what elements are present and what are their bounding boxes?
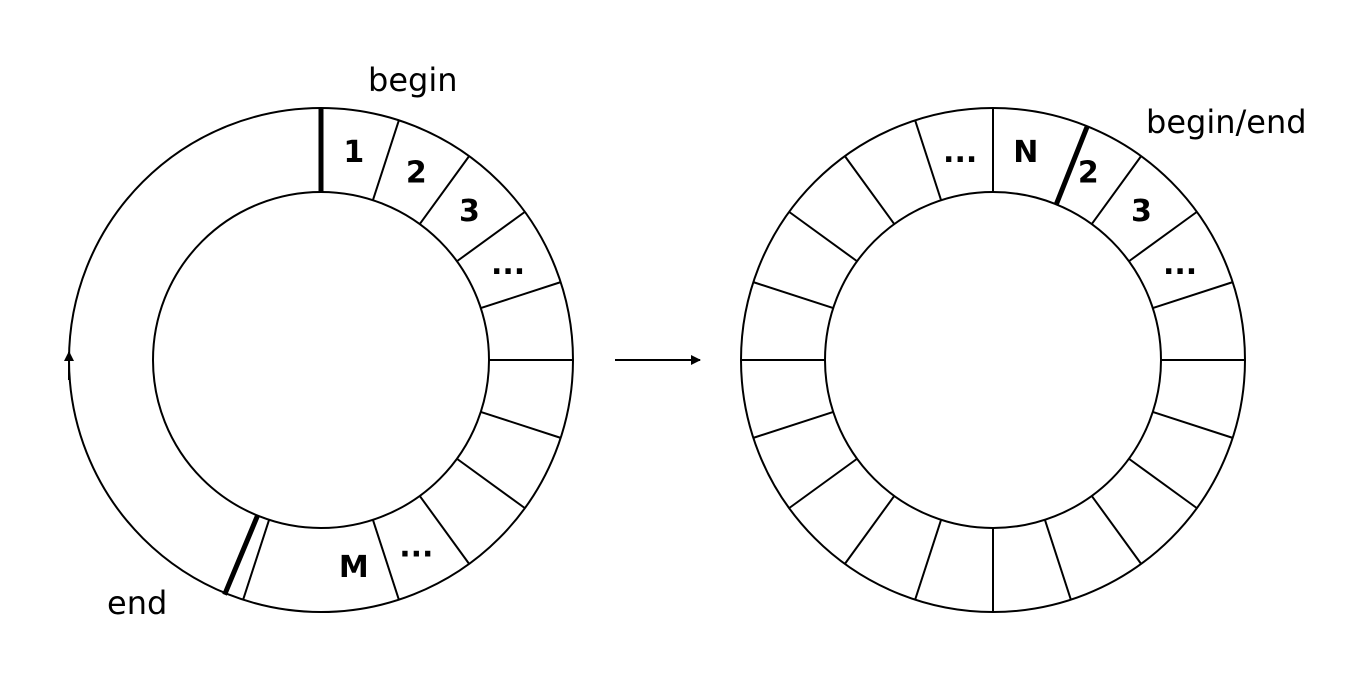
- slot-label: ...: [1163, 247, 1197, 282]
- slot-label: N: [1013, 135, 1038, 170]
- slot-divider: [480, 281, 561, 310]
- slot-divider: [242, 519, 271, 600]
- slot-divider: [1090, 155, 1142, 225]
- begin-end-pointer: [1053, 126, 1090, 206]
- slot-divider: [418, 495, 470, 565]
- slot-divider: [1043, 519, 1072, 600]
- slot-divider: [844, 155, 896, 225]
- ring-buffer-before: 1 23...... M begin end: [64, 61, 574, 622]
- end-pointer: [222, 514, 261, 596]
- slot-label: 3: [1131, 194, 1152, 229]
- slot-divider: [456, 211, 526, 263]
- slot-divider: [788, 211, 858, 263]
- ring-buffer-after: N 23...... begin/end: [740, 103, 1307, 613]
- inner-circle: [152, 191, 490, 529]
- slot-divider: [753, 281, 834, 310]
- slot-label: ...: [491, 247, 525, 282]
- slot-divider: [456, 457, 526, 509]
- slot-divider: [1152, 281, 1233, 310]
- slot-divider: [480, 410, 561, 439]
- slot-label: 2: [406, 155, 427, 190]
- slot-divider: [1128, 211, 1198, 263]
- slot-divider: [914, 519, 943, 600]
- slot-label: ...: [399, 530, 433, 565]
- slot-label: 2: [1078, 155, 1099, 190]
- slot-label: 1: [343, 135, 364, 170]
- slot-label: 3: [459, 194, 480, 229]
- slot-label: ...: [943, 135, 977, 170]
- slot-divider: [371, 120, 400, 201]
- begin-label: begin: [368, 61, 457, 99]
- end-label: end: [107, 584, 167, 622]
- begin-end-label: begin/end: [1146, 103, 1307, 141]
- slot-divider: [914, 120, 943, 201]
- slot-divider: [371, 519, 400, 600]
- slot-divider: [788, 457, 858, 509]
- slot-label: M: [339, 550, 369, 585]
- inner-circle: [824, 191, 1162, 529]
- slot-divider: [753, 410, 834, 439]
- slot-divider: [418, 155, 470, 225]
- slot-divider: [1090, 495, 1142, 565]
- slot-divider: [1152, 410, 1233, 439]
- slot-divider: [844, 495, 896, 565]
- slot-divider: [1128, 457, 1198, 509]
